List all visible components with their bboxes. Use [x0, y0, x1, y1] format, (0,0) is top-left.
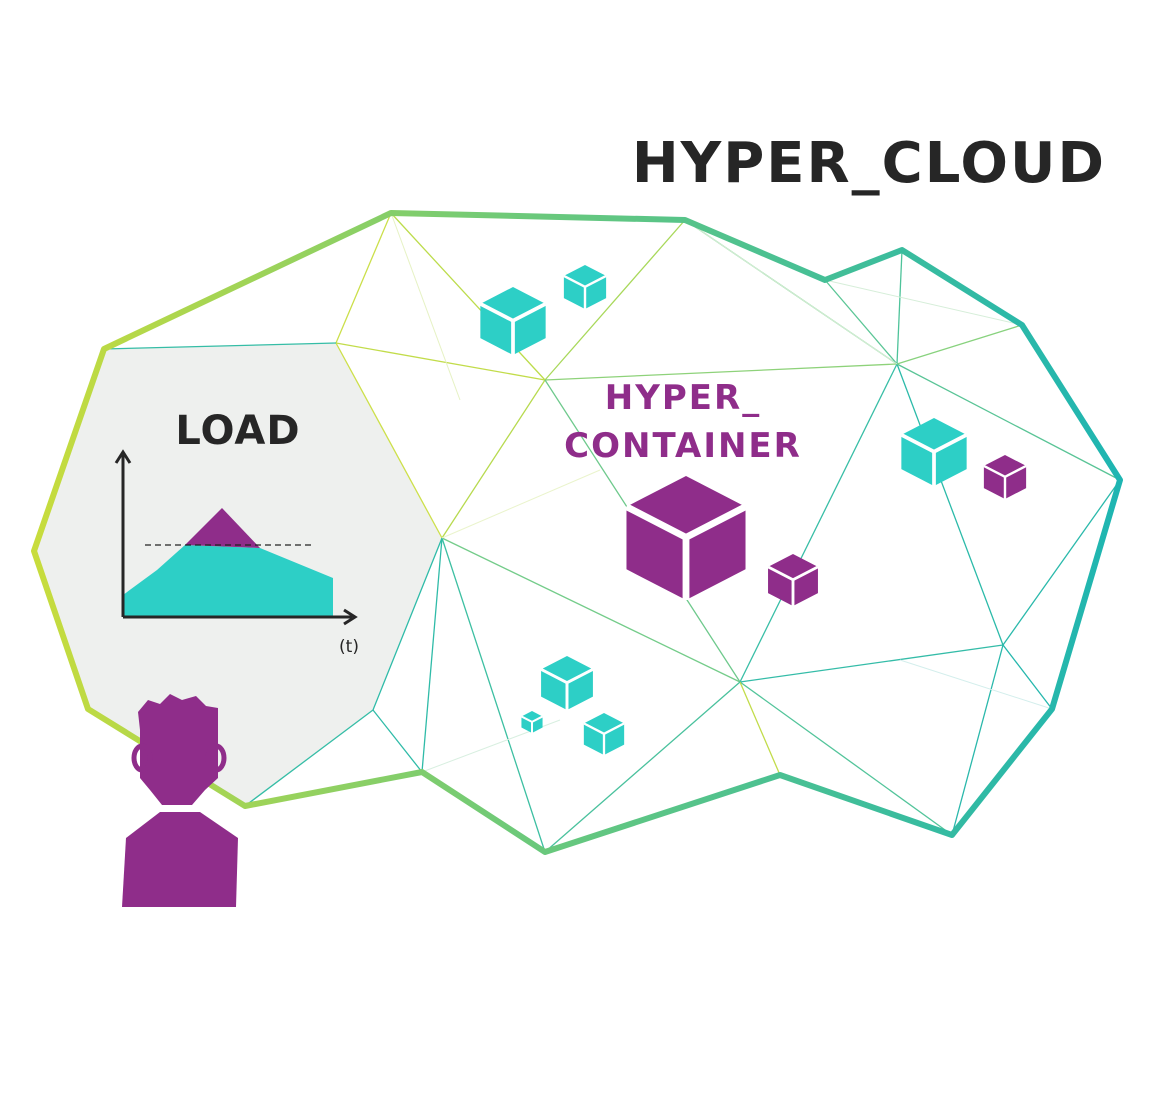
cube-icon	[540, 656, 594, 710]
person-icon	[122, 694, 238, 907]
cube-icon	[520, 711, 544, 733]
page-title: HYPER_CLOUD	[632, 131, 1106, 196]
load-chart-icon	[114, 449, 358, 626]
time-axis-label: (t)	[339, 637, 359, 657]
cube-icon	[563, 265, 607, 309]
load-label: LOAD	[175, 408, 300, 454]
cube-icon	[583, 713, 625, 755]
container-label-line2: CONTAINER	[564, 426, 802, 466]
cube-icon	[983, 455, 1027, 499]
cube-icon	[624, 476, 748, 600]
container-label-line1: HYPER_	[605, 378, 761, 418]
cube-icon	[479, 287, 547, 355]
cube-icon	[767, 554, 819, 606]
cube-icon	[900, 418, 968, 486]
